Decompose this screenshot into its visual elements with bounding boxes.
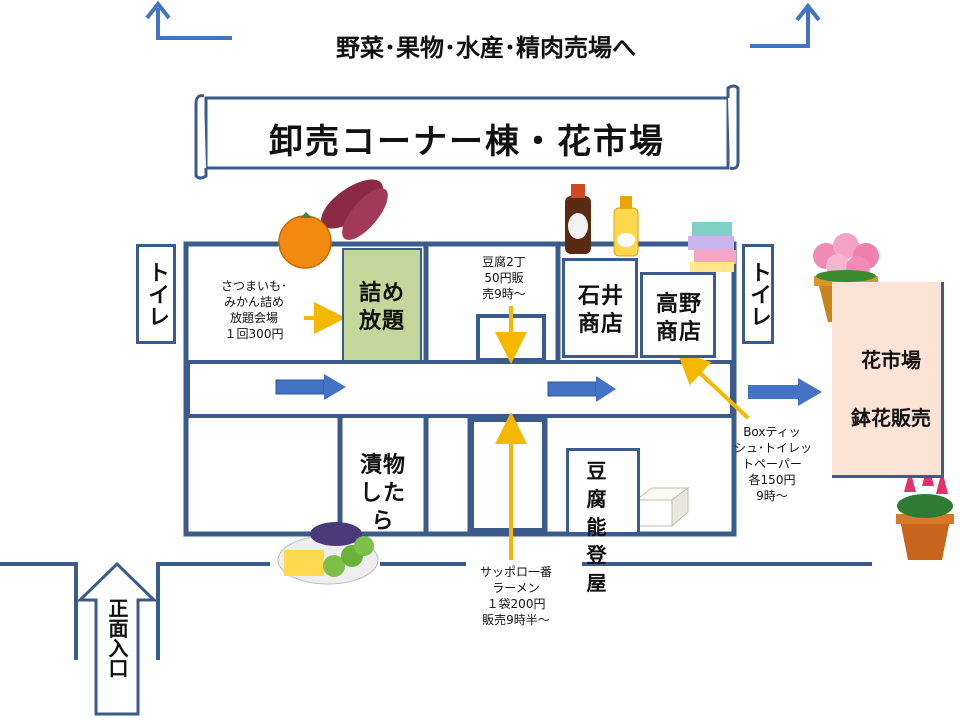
title-scroll — [194, 84, 740, 180]
note-tissue: Boxティッ シュ･トイレッ トペーパー 各150円 9時～ — [734, 425, 813, 503]
ramen-counter — [470, 418, 546, 532]
tissue-yellow-arrow — [677, 351, 750, 420]
top-left-return-arrow — [145, 0, 232, 40]
flower-market-area — [832, 282, 944, 478]
potted-cyclamen-icon — [896, 462, 954, 560]
note-sweet-potato: さつまいも･ みかん詰め 放題会場 １回300円 — [220, 279, 287, 341]
soy-sauce-bottle-icon — [565, 184, 591, 254]
mandarin-icon — [278, 212, 332, 269]
toilet-left-label: トイレ — [144, 261, 169, 327]
sweet-potato-icon — [321, 179, 388, 240]
stall-tofu-notoya-label: 豆腐能登屋 — [586, 459, 608, 595]
front-entrance-arrow — [76, 561, 158, 716]
flower-market-line2: 鉢花販売 — [851, 406, 931, 430]
central-corridor — [186, 360, 734, 418]
oil-bottle-icon — [613, 196, 639, 257]
tissue-box-icon — [688, 222, 736, 272]
stall-tsume-houdai-label: 詰め放題 — [358, 281, 405, 334]
stall-tsukemono-shitara-label: 漬物したら — [359, 453, 406, 534]
direction-text: 野菜･果物･水産･精肉売場へ — [336, 34, 636, 62]
toilet-left: トイレ — [136, 244, 176, 344]
to-flower-market-arrow — [748, 378, 822, 406]
corridor-arrow-left — [275, 374, 346, 400]
note-ramen: サッポロ一番 ラーメン １袋200円 販売9時半～ — [479, 565, 552, 627]
toilet-right: トイレ — [742, 244, 774, 344]
stall-ishii-shoten-label: 石井商店 — [577, 284, 624, 337]
stall-tsume-houdai: 詰め放題 — [342, 248, 422, 362]
stall-takano-shoten-label: 高野商店 — [655, 292, 702, 345]
note-tofu-sale: 豆腐2丁 50円販 売9時～ — [482, 255, 526, 301]
pickles-plate-icon — [277, 522, 379, 585]
tofu-icon — [634, 487, 690, 528]
stall-ishii-shoten: 石井商店 — [562, 258, 638, 358]
flower-market-line1: 花市場 — [861, 348, 921, 372]
entrance-label: 正面入口 — [105, 598, 129, 678]
stall-takano-shoten: 高野商店 — [640, 272, 716, 358]
toilet-right-label: トイレ — [746, 261, 771, 327]
page-title: 卸売コーナー棟・花市場 — [269, 122, 665, 162]
street-lines — [0, 562, 872, 660]
stall-tofu-notoya: 豆腐能登屋 — [566, 448, 640, 595]
corridor-arrow-right — [547, 376, 616, 402]
top-right-return-arrow — [750, 2, 821, 48]
